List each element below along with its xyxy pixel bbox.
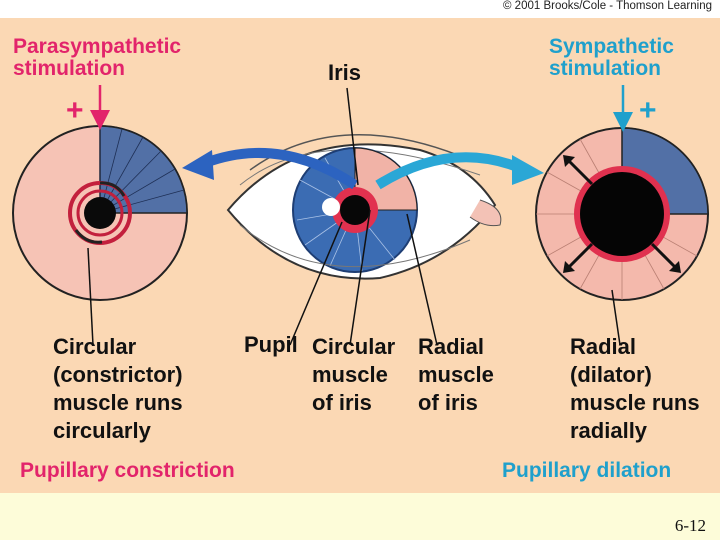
radial-iris-line3: of iris [418,390,478,416]
radial-line3: muscle runs [570,390,700,416]
constricted-iris [12,125,188,301]
radial-iris-line1: Radial [418,334,485,359]
radial-line1: Radial [570,334,637,359]
radial-iris-line2: muscle [418,362,494,388]
slide-number: 6-12 [674,516,706,535]
sympathetic-label: Sympathetic stimulation [549,35,674,81]
arrow-to-constriction [203,148,358,190]
leader-lines [87,87,621,346]
radial-line2: (dilator) [570,362,652,388]
circ-iris-line1: Circular [312,334,396,359]
plus-left: + [66,94,84,127]
plus-right: + [639,94,657,127]
circular-muscle-iris-label: Circular muscle of iris [312,333,395,417]
pupillary-dilation-label: Pupillary dilation [502,459,672,482]
sympathetic-line1: Sympathetic [549,35,674,58]
circular-line1: Circular [53,334,137,359]
arrow-to-dilation [375,152,522,190]
parasympathetic-line2: stimulation [13,57,126,81]
circ-iris-line2: muscle [312,362,388,388]
radial-muscle-label: Radial (dilator) muscle runs radially [570,333,700,446]
circular-line4: circularly [53,418,151,444]
footer-band [0,493,720,540]
radial-line4: radially [570,418,648,444]
pupil-label: Pupil [244,332,298,357]
radial-muscle-iris-label: Radial muscle of iris [418,333,494,417]
dilated-iris [535,127,709,301]
iris-label: Iris [328,60,362,85]
circular-line3: muscle runs [53,390,183,416]
sympathetic-line2: stimulation [549,57,662,81]
copyright-text: © 2001 Brooks/Cole - Thomson Learning [503,0,712,12]
circular-line2: (constrictor) [53,362,183,388]
parasympathetic-label: Parasympathetic stimulation [13,35,182,81]
circular-muscle-label: Circular (constrictor) muscle runs circu… [53,333,183,446]
pupillary-constriction-label: Pupillary constriction [20,459,235,482]
parasympathetic-line1: Parasympathetic [13,35,182,58]
circ-iris-line3: of iris [312,390,372,416]
